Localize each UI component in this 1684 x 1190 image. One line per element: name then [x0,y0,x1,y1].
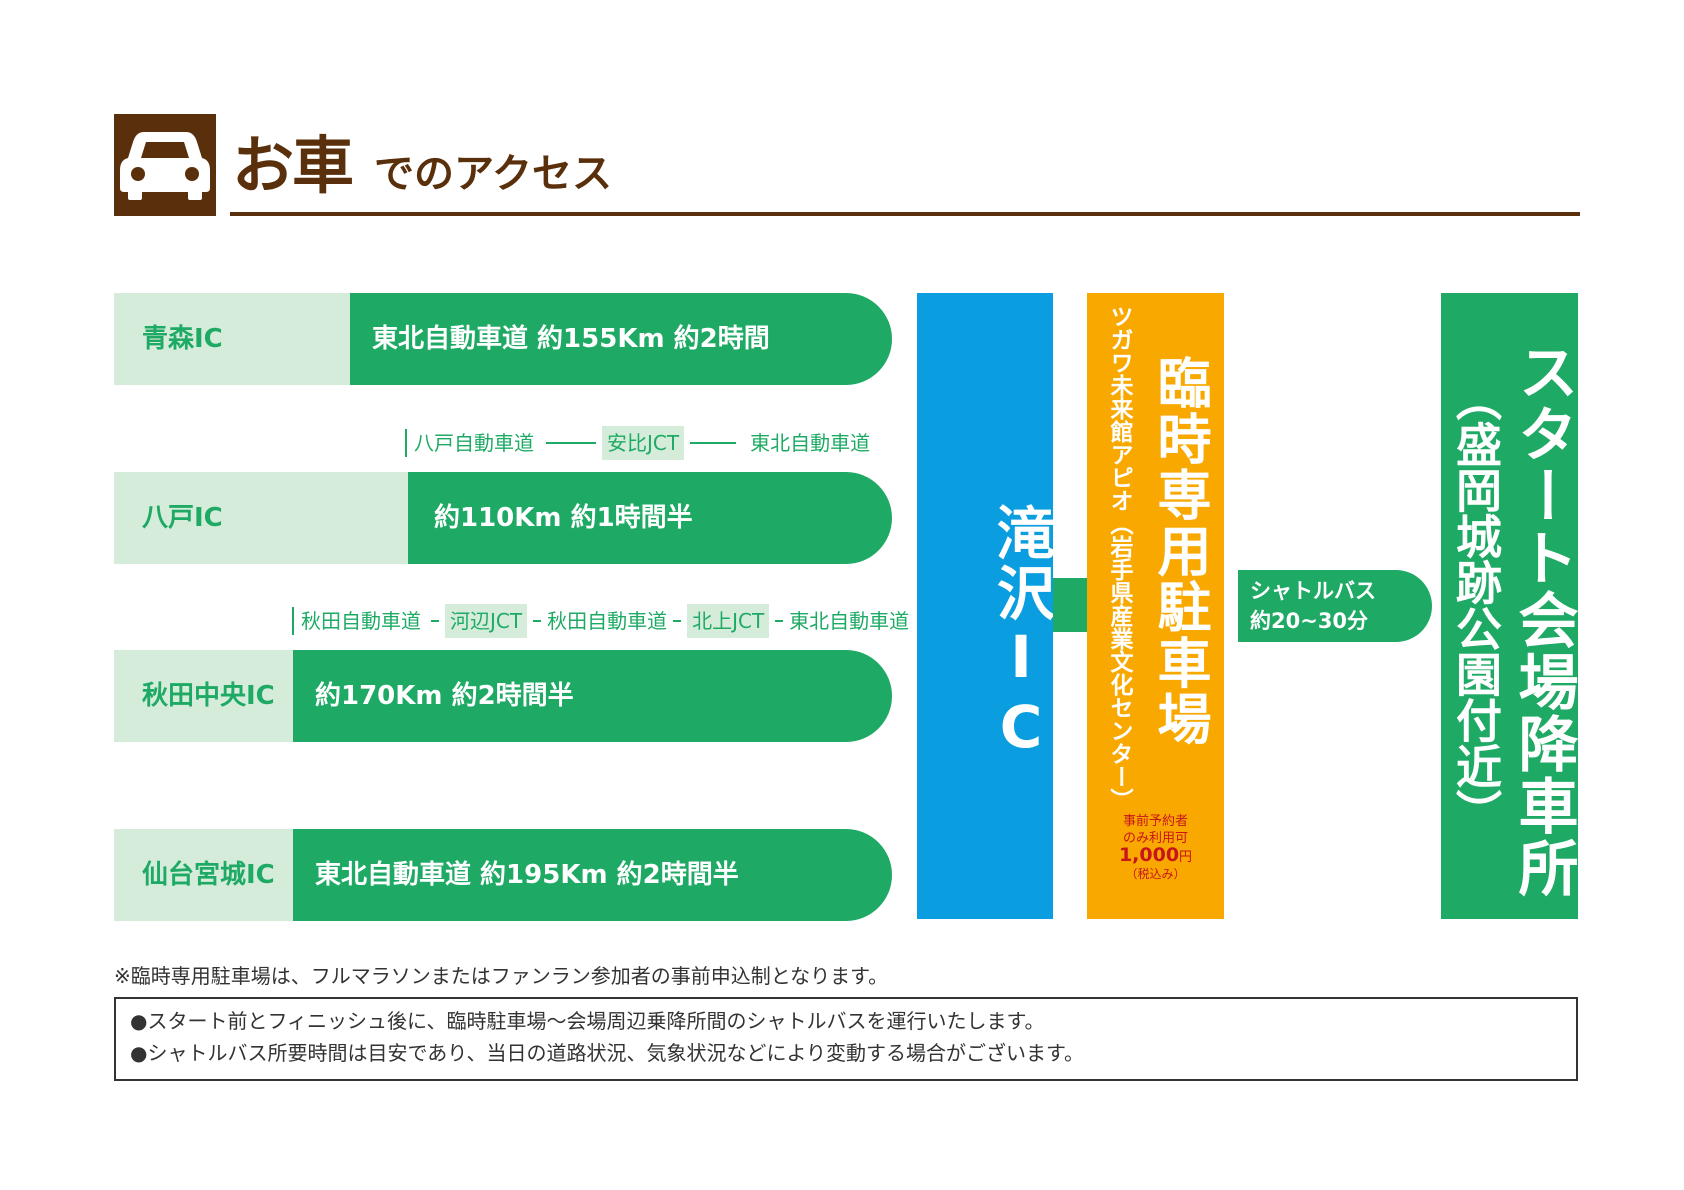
via-connector [546,442,596,444]
via-tick [405,429,407,457]
parking-price: 1,000 [1118,844,1180,866]
via-jct: 北上JCT [687,604,770,638]
via-road: 秋田自動車道 [301,609,421,633]
route-bar-sendai: 東北自動車道 約195Km 約2時間半 [293,829,892,921]
route-ic-sendai: 仙台宮城IC [114,829,304,921]
via-road: 秋田自動車道 [547,609,668,633]
parking-column: ツガワ未来館アピオ（岩手県産業文化センター） 臨時専用駐車場 事前予約者 のみ利… [1087,293,1224,919]
notes-box: ●スタート前とフィニッシュ後に、臨時駐車場～会場周辺乗降所間のシャトルバスを運行… [114,997,1578,1081]
via-connector [431,620,439,622]
parking-note-line1: 事前予約者 [1122,814,1188,829]
route-ic-aomori: 青森IC [114,293,354,385]
via-hachinohe: 八戸自動車道 安比JCT 東北自動車道 [405,426,870,460]
start-dropoff-location: （盛岡城跡公園付近） [1449,375,1503,835]
car-icon-box [114,114,216,216]
via-road: 東北自動車道 [750,431,871,455]
shuttle-duration: 約20~30分 [1250,609,1369,633]
via-road: 八戸自動車道 [414,431,534,455]
parking-note-line2: のみ利用可 [1122,831,1188,846]
parking-price-unit: 円 [1179,850,1193,865]
takizawa-ic-column: 滝沢IC [917,293,1055,919]
via-connector [775,620,784,622]
via-connector [690,442,737,444]
via-akita: 秋田自動車道 河辺JCT 秋田自動車道 北上JCT 東北自動車道 [292,604,909,638]
route-bar-aomori: 東北自動車道 約155Km 約2時間 [350,293,892,385]
takizawa-ic-label: 滝沢IC [987,503,1055,763]
via-connector [533,620,542,622]
takizawa-parking-connector [1053,578,1087,632]
note-item: ●シャトルバス所要時間は目安であり、当日の道路状況、気象状況などにより変動する場… [130,1041,1085,1065]
title-divider [230,212,1580,216]
parking-note: 事前予約者 のみ利用可 1,000円 （税込み） [1087,813,1224,883]
parking-name: 臨時専用駐車場 [1148,355,1211,747]
via-connector [673,620,682,622]
start-dropoff-column: スタート会場降車所 （盛岡城跡公園付近） [1441,293,1578,919]
shuttle-bus-arrow: シャトルバス 約20~30分 [1238,570,1432,642]
car-icon [120,132,210,200]
via-jct: 河辺JCT [445,604,528,638]
page-title-sub: でのアクセス [374,151,612,197]
via-tick [292,607,294,635]
parking-tax-note: （税込み） [1125,867,1186,881]
route-bar-hachinohe: 約110Km 約1時間半 [408,472,892,564]
route-ic-hachinohe: 八戸IC [114,472,414,564]
page-title: お車 [232,129,354,202]
note-item: ●スタート前とフィニッシュ後に、臨時駐車場～会場周辺乗降所間のシャトルバスを運行… [130,1009,1045,1033]
parking-footnote: ※臨時専用駐車場は、フルマラソンまたはファンラン参加者の事前申込制となります。 [114,964,889,988]
parking-venue: ツガワ未来館アピオ（岩手県産業文化センター） [1106,305,1132,805]
route-bar-akita: 約170Km 約2時間半 [293,650,892,742]
start-dropoff-name: スタート会場降車所 [1508,341,1578,899]
via-road: 東北自動車道 [789,609,910,633]
shuttle-label: シャトルバス [1250,579,1376,603]
route-ic-akita: 秋田中央IC [114,650,304,742]
via-jct: 安比JCT [602,426,685,460]
